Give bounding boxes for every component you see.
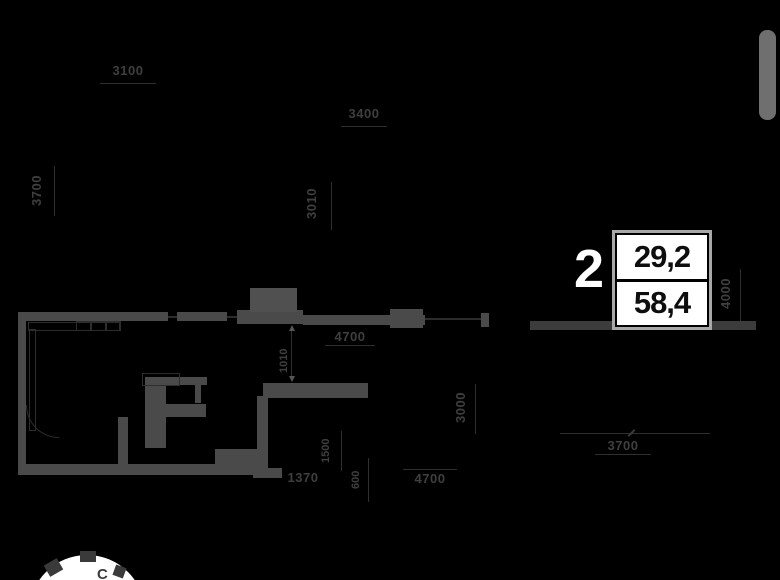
dimension-label-hall: 4700 <box>334 329 366 344</box>
dimension-label-right: 4000 <box>718 278 733 310</box>
wall-segment <box>195 385 201 403</box>
wall-segment <box>481 313 489 327</box>
door-leaf <box>29 329 36 431</box>
dimension-label-niche: 1010 <box>278 348 290 374</box>
unit-rooms-count: 2 <box>573 239 605 299</box>
dimension-line <box>740 269 741 321</box>
shaft-block <box>250 288 297 312</box>
wall-segment <box>118 417 128 465</box>
dimension-line <box>291 327 292 381</box>
dimension-label-mid-upper: 3010 <box>304 188 319 220</box>
dimension-label-top: 3100 <box>112 63 144 78</box>
dimension-label-bottom-right: 3700 <box>607 438 639 453</box>
wall-segment <box>145 377 207 385</box>
dimension-label-bottom-a: 1370 <box>287 470 319 485</box>
furniture-outline <box>142 373 180 386</box>
dimension-arrow-down <box>289 376 295 382</box>
appliance-square <box>76 321 91 331</box>
dimension-label-left: 3700 <box>29 175 44 207</box>
dimension-label-bottom-b: 1500 <box>320 438 332 464</box>
compass-north-label: С <box>97 566 108 580</box>
dimension-line <box>341 126 387 127</box>
dimension-label-bottom-c: 600 <box>350 470 362 490</box>
kitchen-counter <box>28 322 120 331</box>
wall-segment <box>237 310 303 324</box>
unit-area-box: 29,2 58,4 <box>615 233 709 327</box>
dimension-arrow-up <box>289 325 295 331</box>
unit-total-area: 58,4 <box>633 285 691 321</box>
wall-segment <box>145 377 159 448</box>
scrollbar-thumb[interactable] <box>759 30 776 120</box>
dimension-label-mid-right: 3000 <box>453 392 468 424</box>
dimension-line <box>325 345 375 346</box>
dimension-line <box>403 469 457 470</box>
door-opening-line <box>168 316 177 318</box>
wall-segment <box>18 464 258 475</box>
dimension-line <box>341 431 342 471</box>
door-opening-line <box>227 316 237 318</box>
door-swing-arc <box>26 405 59 438</box>
dimension-line <box>331 182 332 230</box>
dimension-line <box>100 83 156 84</box>
dimension-line <box>368 458 369 502</box>
wall-segment <box>263 383 368 398</box>
window-line <box>425 318 481 320</box>
wall-segment <box>158 385 166 448</box>
unit-area-badge: 29,2 58,4 <box>612 230 712 330</box>
wall-segment <box>215 449 268 465</box>
wall-segment <box>253 468 282 478</box>
dimension-label-top-mid: 3400 <box>348 106 380 121</box>
dimension-label-bottom-mid: 4700 <box>414 471 446 486</box>
unit-living-area: 29,2 <box>617 235 707 282</box>
wall-segment <box>390 309 423 328</box>
wall-segment <box>158 404 206 417</box>
wall-segment <box>303 315 425 325</box>
dimension-line <box>475 384 476 434</box>
dimension-line <box>595 454 651 455</box>
wall-segment <box>177 312 227 321</box>
appliance-square <box>106 321 121 331</box>
dimension-line <box>54 166 55 216</box>
wall-segment <box>18 312 168 321</box>
compass-north-tick <box>80 551 96 562</box>
wall-segment <box>18 312 26 475</box>
wall-segment <box>257 396 268 468</box>
dimension-line <box>560 433 710 434</box>
appliance-square <box>91 321 106 331</box>
